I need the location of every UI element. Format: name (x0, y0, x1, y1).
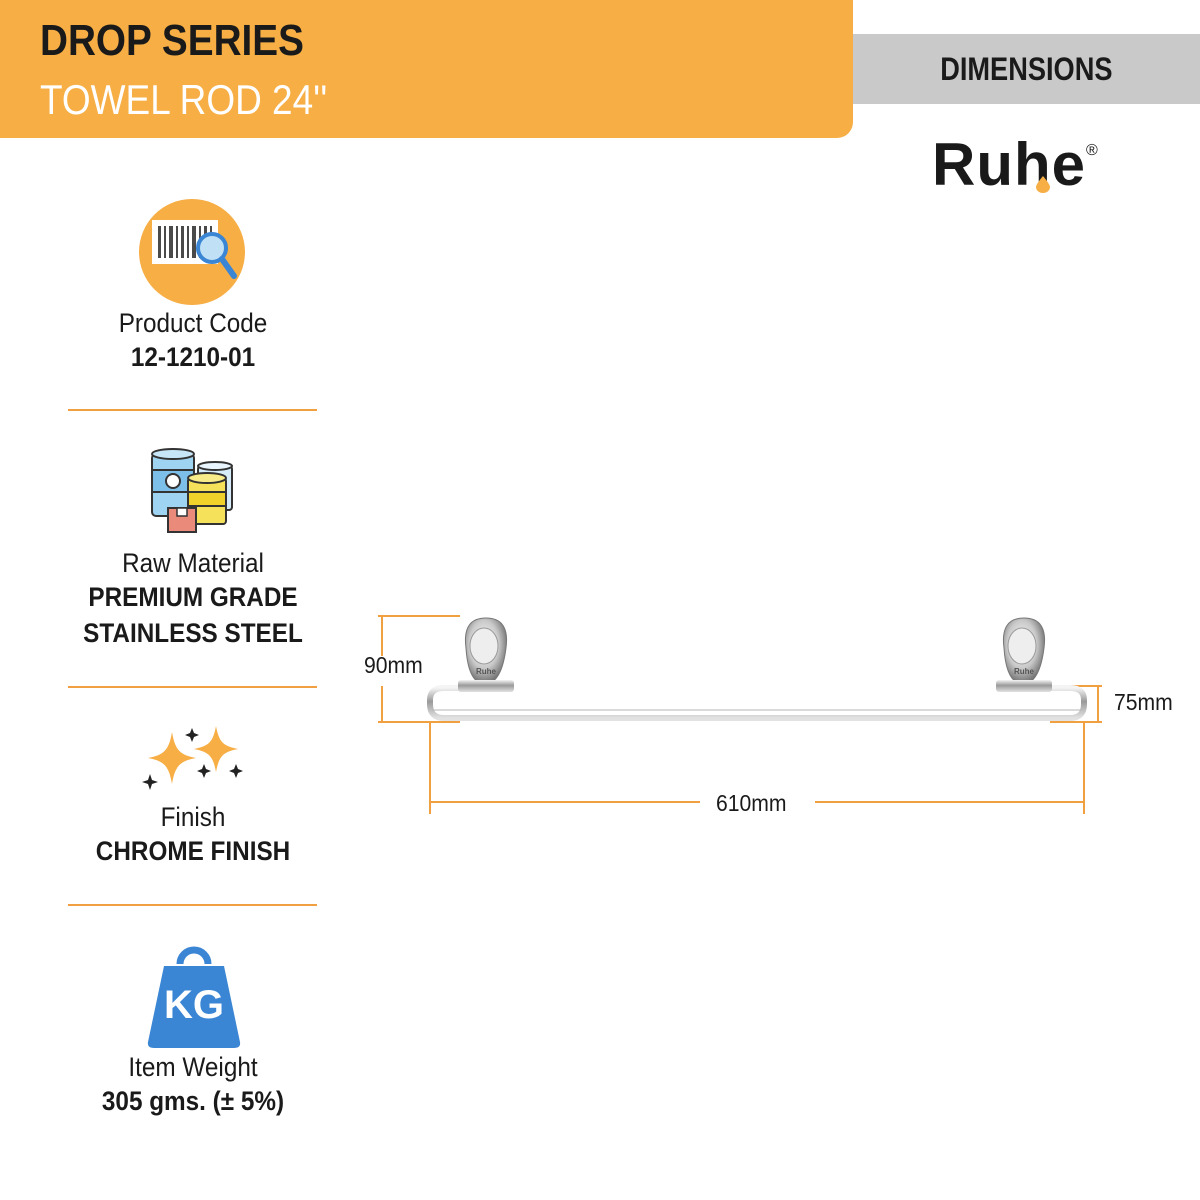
projection-dimension: 75mm (1114, 689, 1173, 715)
spec-product-code: Product Code 12-1210-01 (68, 308, 318, 375)
dimensions-band: DIMENSIONS (853, 34, 1200, 104)
spec-label: Raw Material (122, 548, 264, 578)
divider (68, 686, 317, 688)
weight-kg-icon: KG (147, 946, 241, 1048)
spec-label: Item Weight (128, 1052, 258, 1082)
product-title: TOWEL ROD 24'' (40, 76, 328, 123)
weight-icon-text: KG (164, 983, 224, 1027)
dimensions-heading: DIMENSIONS (940, 50, 1113, 87)
brand-logo: Ruhe® (932, 130, 1099, 199)
divider (68, 904, 317, 906)
left-bracket: Ruhe (458, 617, 514, 692)
spec-value: 305 gms. (± 5%) (101, 1086, 285, 1116)
spec-raw-material: Raw Material PREMIUM GRADE STAINLESS STE… (68, 548, 318, 651)
spec-label: Product Code (118, 308, 268, 338)
spec-value: PREMIUM GRADE (88, 582, 298, 612)
spec-label: Finish (160, 802, 226, 832)
bracket-engraving: Ruhe (1014, 667, 1035, 676)
spec-item-weight: Item Weight 305 gms. (± 5%) (68, 1052, 318, 1119)
barcode-search-icon (139, 199, 245, 305)
registered-mark: ® (1086, 142, 1099, 159)
right-bracket: Ruhe (996, 617, 1052, 692)
spec-value: CHROME FINISH (95, 836, 291, 866)
brand-name: Ruhe (932, 131, 1086, 198)
bracket-engraving: Ruhe (476, 667, 497, 676)
spec-finish: Finish CHROME FINISH (68, 802, 318, 869)
height-dimension: 90mm (364, 652, 423, 678)
brand-drop-icon (1036, 176, 1050, 193)
raw-material-icon (151, 448, 233, 533)
spec-value: STAINLESS STEEL (83, 618, 303, 648)
divider (68, 409, 317, 411)
header-band: DROP SERIES TOWEL ROD 24'' (0, 0, 853, 138)
towel-rod-diagram: Ruhe Ruhe (378, 615, 1102, 814)
length-dimension: 610mm (716, 790, 787, 816)
sparkle-icon (142, 726, 243, 790)
spec-value: 12-1210-01 (130, 342, 256, 372)
series-title: DROP SERIES (40, 16, 304, 65)
